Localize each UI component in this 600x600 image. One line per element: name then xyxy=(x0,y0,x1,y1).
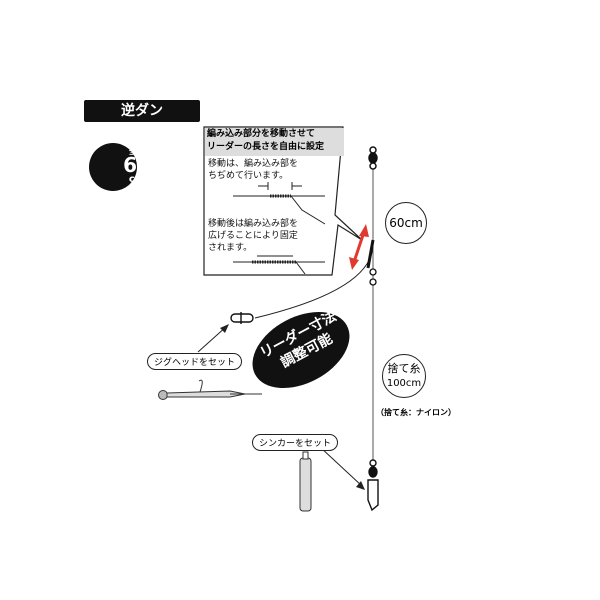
total-length-badge: 全長 60 cm xyxy=(89,143,151,191)
braided-section xyxy=(366,239,375,269)
callout-heading: 編み込み部分を移動させて リーダーの長さを自由に設定 xyxy=(205,128,344,156)
leader-length-circle: 60cm xyxy=(385,202,427,244)
total-length-label: 全長 xyxy=(129,147,145,156)
callout-text-line: ちぢめて行います。 xyxy=(208,171,289,181)
red-double-arrow xyxy=(349,224,369,270)
sinker-label: シンカーをセット xyxy=(252,434,339,451)
sute-ito-note: （捨て糸：ナイロン） xyxy=(376,408,456,417)
sinker-pointer-arrow xyxy=(319,446,363,487)
callout-heading-line: 編み込み部分を移動させて xyxy=(207,129,316,139)
total-length-value: 60 xyxy=(123,153,151,177)
sinker xyxy=(299,451,312,512)
sute-ito-circle: 捨て糸 100cm xyxy=(382,354,426,398)
sute-ito-length: 100cm xyxy=(386,378,422,389)
jighead-label: ジグヘッドをセット xyxy=(147,353,243,370)
callout-text-line: されます。 xyxy=(208,243,253,253)
top-swivel xyxy=(368,146,378,170)
middle-swivel xyxy=(369,268,377,286)
callout-text-line: 移動は、編み込み部を xyxy=(208,159,299,169)
bottom-swivel-snap xyxy=(367,459,379,512)
total-length-unit: cm xyxy=(128,174,146,185)
snap xyxy=(230,312,254,324)
callout-text-line: 広げることにより固定 xyxy=(208,231,298,241)
sute-ito-label: 捨て糸 xyxy=(387,362,421,375)
jighead-pointer-arrow xyxy=(197,325,228,353)
adjustable-badge xyxy=(252,311,350,389)
callout-text-1: 移動は、編み込み部を ちぢめて行います。 xyxy=(208,158,298,182)
callout-heading-line: リーダーの長さを自由に設定 xyxy=(207,142,325,152)
callout-text-line: 移動後は編み込み部を xyxy=(208,219,299,229)
jighead-lure xyxy=(158,379,262,400)
rig-title: 逆ダン xyxy=(84,100,200,122)
mini-diagram-compressed xyxy=(233,182,326,225)
mini-diagram-expanded xyxy=(233,255,325,275)
callout-text-2: 移動後は編み込み部を 広げることにより固定 されます。 xyxy=(208,218,298,254)
